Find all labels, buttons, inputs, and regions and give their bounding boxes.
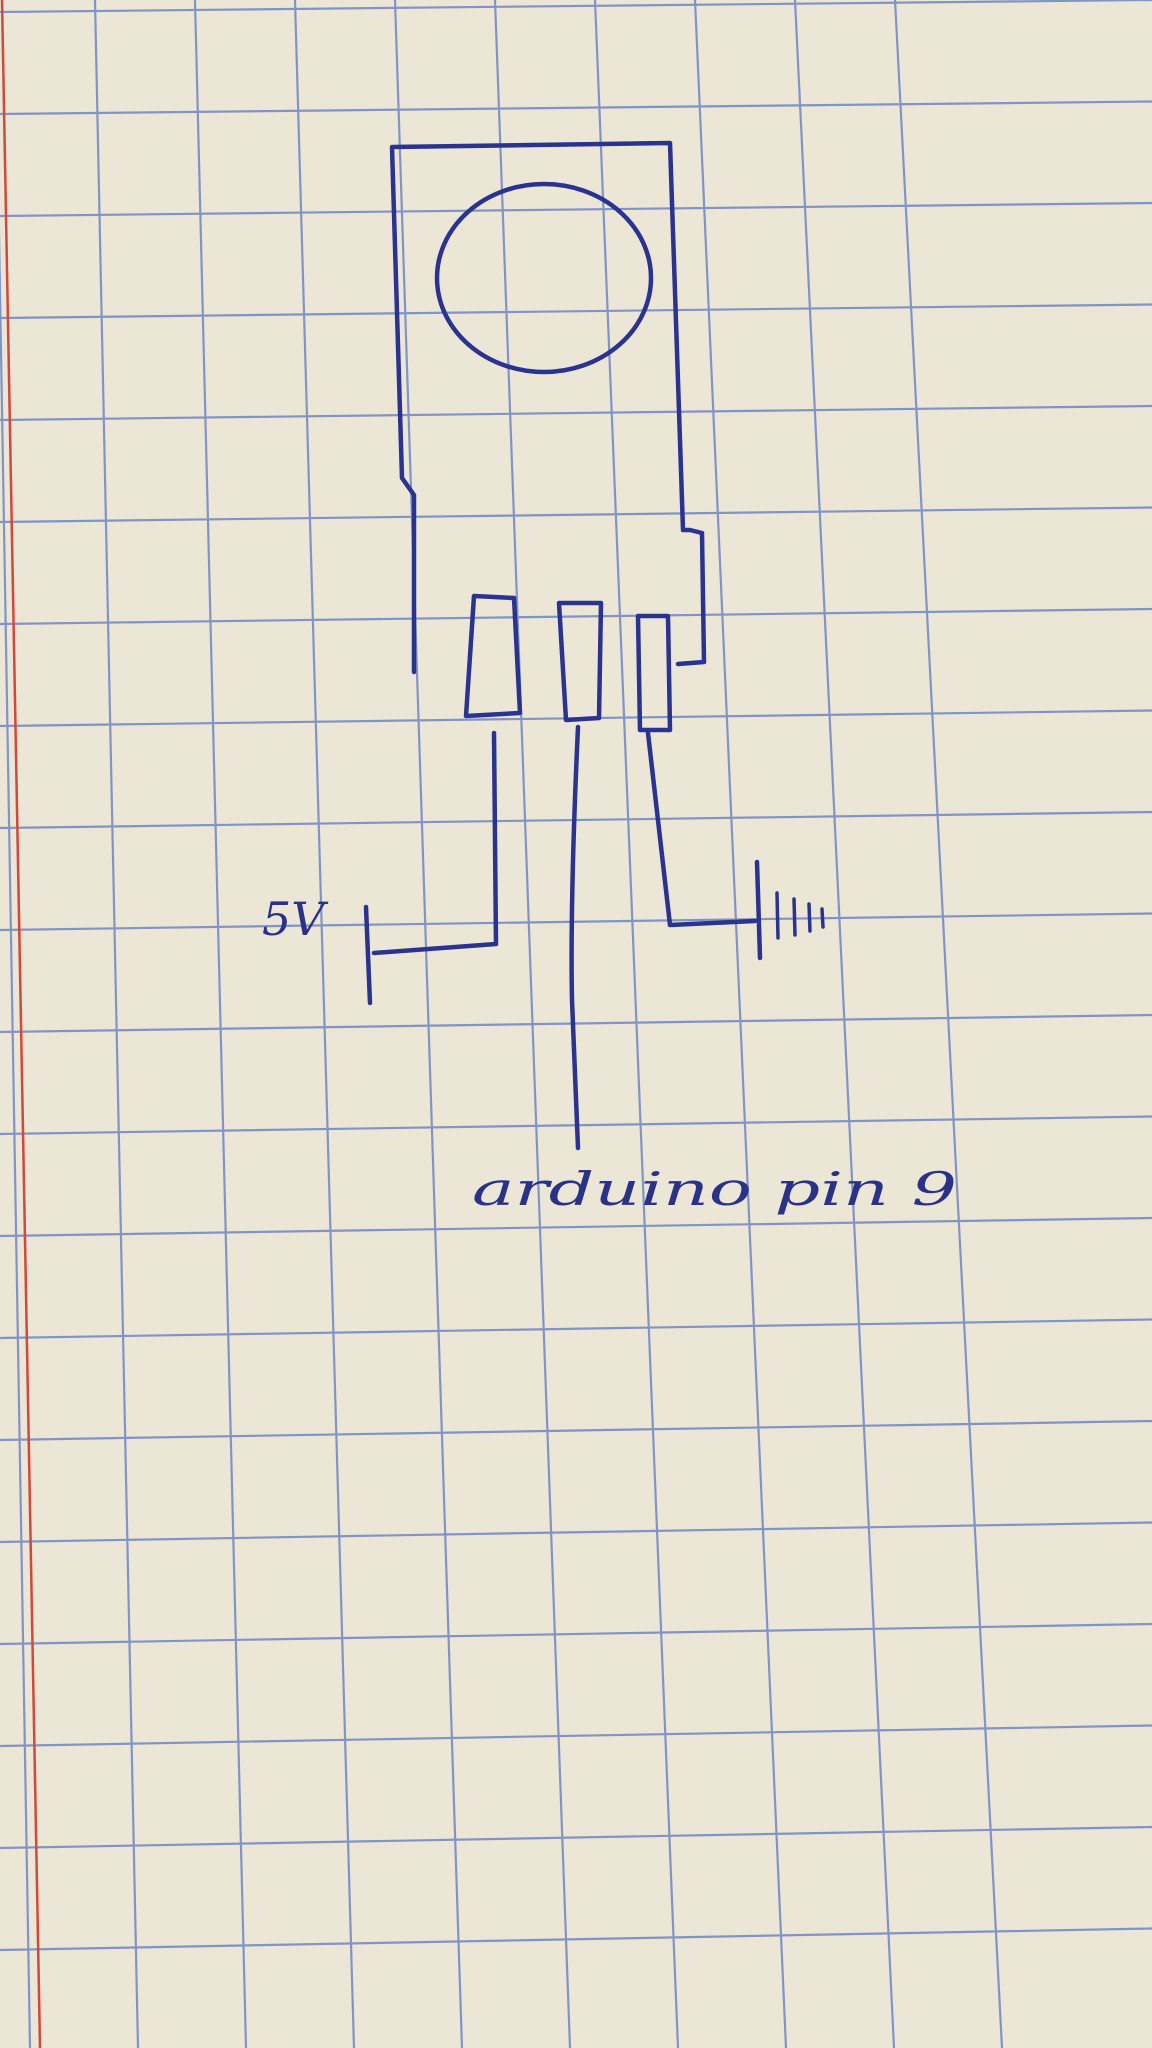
grid-line-horizontal (0, 1724, 1152, 1748)
grid-line-vertical (693, 0, 788, 2048)
grid-line-horizontal (0, 100, 1152, 116)
supply-terminal (363, 904, 373, 1006)
supply-label: 5V (262, 892, 329, 946)
sensor-lens-icon (434, 181, 654, 375)
grid-line-horizontal (0, 1216, 1152, 1238)
grid-line-horizontal (0, 1521, 1152, 1544)
pin-middle-pad (556, 600, 604, 723)
signal-wire-path (569, 724, 581, 1151)
grid-line-vertical (293, 0, 356, 2048)
signal-wire (569, 724, 581, 1151)
grid-line-horizontal (0, 1419, 1152, 1442)
grid-line-vertical (0, 228, 32, 2048)
grid-line-horizontal (0, 506, 1152, 524)
grid-line-horizontal (0, 1825, 1152, 1850)
grid-line-vertical (193, 0, 248, 2048)
grid-line-horizontal (0, 201, 1152, 218)
grid-line-horizontal (0, 1318, 1152, 1340)
grid-line-vertical (393, 0, 464, 2048)
ir-sensor-module (389, 140, 707, 733)
supply-wire-path (371, 730, 499, 956)
grid-line-vertical (893, 0, 1004, 2048)
grid-line-vertical (593, 0, 680, 2048)
grid-line-horizontal (0, 912, 1152, 932)
ground-symbol-icon (754, 859, 825, 961)
signal-label: arduino pin 9 (472, 1162, 957, 1216)
grid-line-horizontal (0, 303, 1152, 320)
pin-right-pad (635, 613, 673, 733)
grid-line-horizontal (0, 607, 1152, 626)
grid-line-vertical (793, 0, 896, 2048)
grid-line-horizontal (0, 404, 1152, 422)
grid-line-horizontal (0, 1013, 1152, 1034)
sensor-body-outline (389, 140, 707, 675)
supply-wire (363, 730, 499, 1006)
grid-line-horizontal (0, 1927, 1152, 1952)
pin-left-pad (463, 593, 523, 719)
grid-line-vertical (93, 0, 140, 2048)
margin-line (0, 0, 42, 2048)
grid-line-horizontal (0, 0, 1152, 14)
ground-wire-path (645, 730, 758, 928)
ground-wire (645, 730, 825, 961)
grid-line-horizontal (0, 1622, 1152, 1646)
